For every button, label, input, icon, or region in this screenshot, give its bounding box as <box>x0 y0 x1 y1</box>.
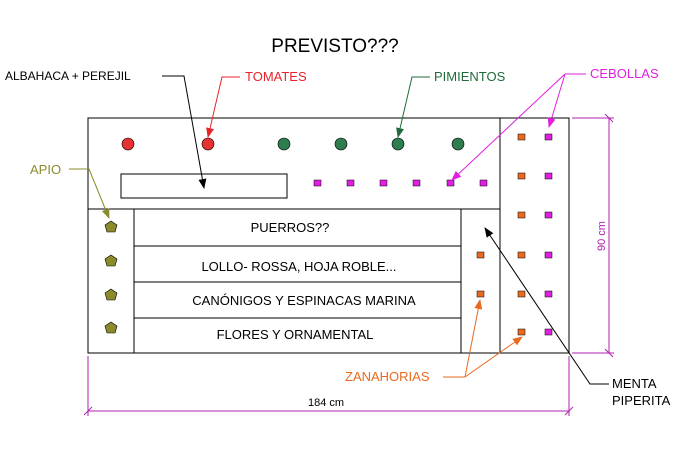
row-label-flores: FLORES Y ORNAMENTAL <box>217 327 374 342</box>
pimiento-plant <box>277 137 291 151</box>
label-albahaca: ALBAHACA + PEREJIL <box>5 69 131 83</box>
dimension-width-label: 184 cm <box>308 397 344 409</box>
leader-zanahorias-center <box>464 299 483 378</box>
pimiento-plant <box>391 137 405 151</box>
leader-pimientos <box>396 76 430 138</box>
dimension-height <box>572 113 614 358</box>
zanahoria-plant <box>476 251 485 259</box>
zanahoria-plant <box>517 211 526 219</box>
apio-plant <box>104 288 118 301</box>
cebolla-plant <box>412 179 421 187</box>
apio-plant <box>104 220 118 233</box>
row-label-puerros: PUERROS?? <box>251 220 330 235</box>
pimientos-plants <box>277 137 465 151</box>
apio-plants <box>104 220 118 334</box>
zanahoria-plant <box>517 328 526 336</box>
tomate-plant <box>121 137 135 151</box>
row-label-lollo-rossa: LOLLO- ROSSA, HOJA ROBLE... <box>201 259 396 274</box>
label-menta-line2: PIPERITA <box>612 393 671 408</box>
apio-plant <box>104 254 118 267</box>
garden-bed <box>87 117 570 354</box>
apio-plant <box>104 321 118 334</box>
cebolla-plant <box>446 179 455 187</box>
cebolla-plant <box>544 290 553 298</box>
garden-bed-outline <box>87 117 570 354</box>
pimiento-plant <box>334 137 348 151</box>
cebolla-plant <box>346 179 355 187</box>
zanahoria-plant <box>517 251 526 259</box>
leader-cebollas-onion-column <box>547 73 566 128</box>
cebollas-plants <box>313 133 553 336</box>
label-menta-line1: MENTA <box>612 376 657 391</box>
cebolla-plant <box>544 328 553 336</box>
page-title: PREVISTO??? <box>271 36 398 57</box>
leader-zanahorias-right <box>464 336 523 378</box>
cebolla-plant <box>479 179 488 187</box>
zanahoria-plant <box>517 290 526 298</box>
dimension-height-label: 90 cm <box>596 221 608 251</box>
leader-cebollas-onion-row <box>451 73 566 181</box>
leader-tomates <box>206 76 240 138</box>
cebolla-plant <box>379 179 388 187</box>
tomate-plant <box>201 137 215 151</box>
label-pimientos: PIMIENTOS <box>434 69 506 84</box>
cebolla-plant <box>544 133 553 141</box>
zanahoria-plant <box>517 172 526 180</box>
tomates-plants <box>121 137 215 151</box>
zanahorias-plants <box>476 133 526 336</box>
label-zanahorias: ZANAHORIAS <box>345 369 430 384</box>
label-apio: APIO <box>30 162 61 177</box>
cebolla-plant <box>544 251 553 259</box>
zanahoria-plant <box>517 133 526 141</box>
leader-albahaca <box>162 75 207 189</box>
cebolla-plant <box>544 211 553 219</box>
dimension-width <box>83 356 574 416</box>
albahaca-box <box>120 173 288 199</box>
label-cebollas: CEBOLLAS <box>590 66 659 81</box>
leader-menta <box>484 227 609 385</box>
pimiento-plant <box>451 137 465 151</box>
zanahoria-plant <box>476 290 485 298</box>
cebolla-plant <box>313 179 322 187</box>
leader-apio <box>69 168 110 219</box>
row-label-canonigos: CANÓNIGOS Y ESPINACAS MARINA <box>192 293 416 308</box>
cebolla-plant <box>544 172 553 180</box>
label-tomates: TOMATES <box>245 69 307 84</box>
